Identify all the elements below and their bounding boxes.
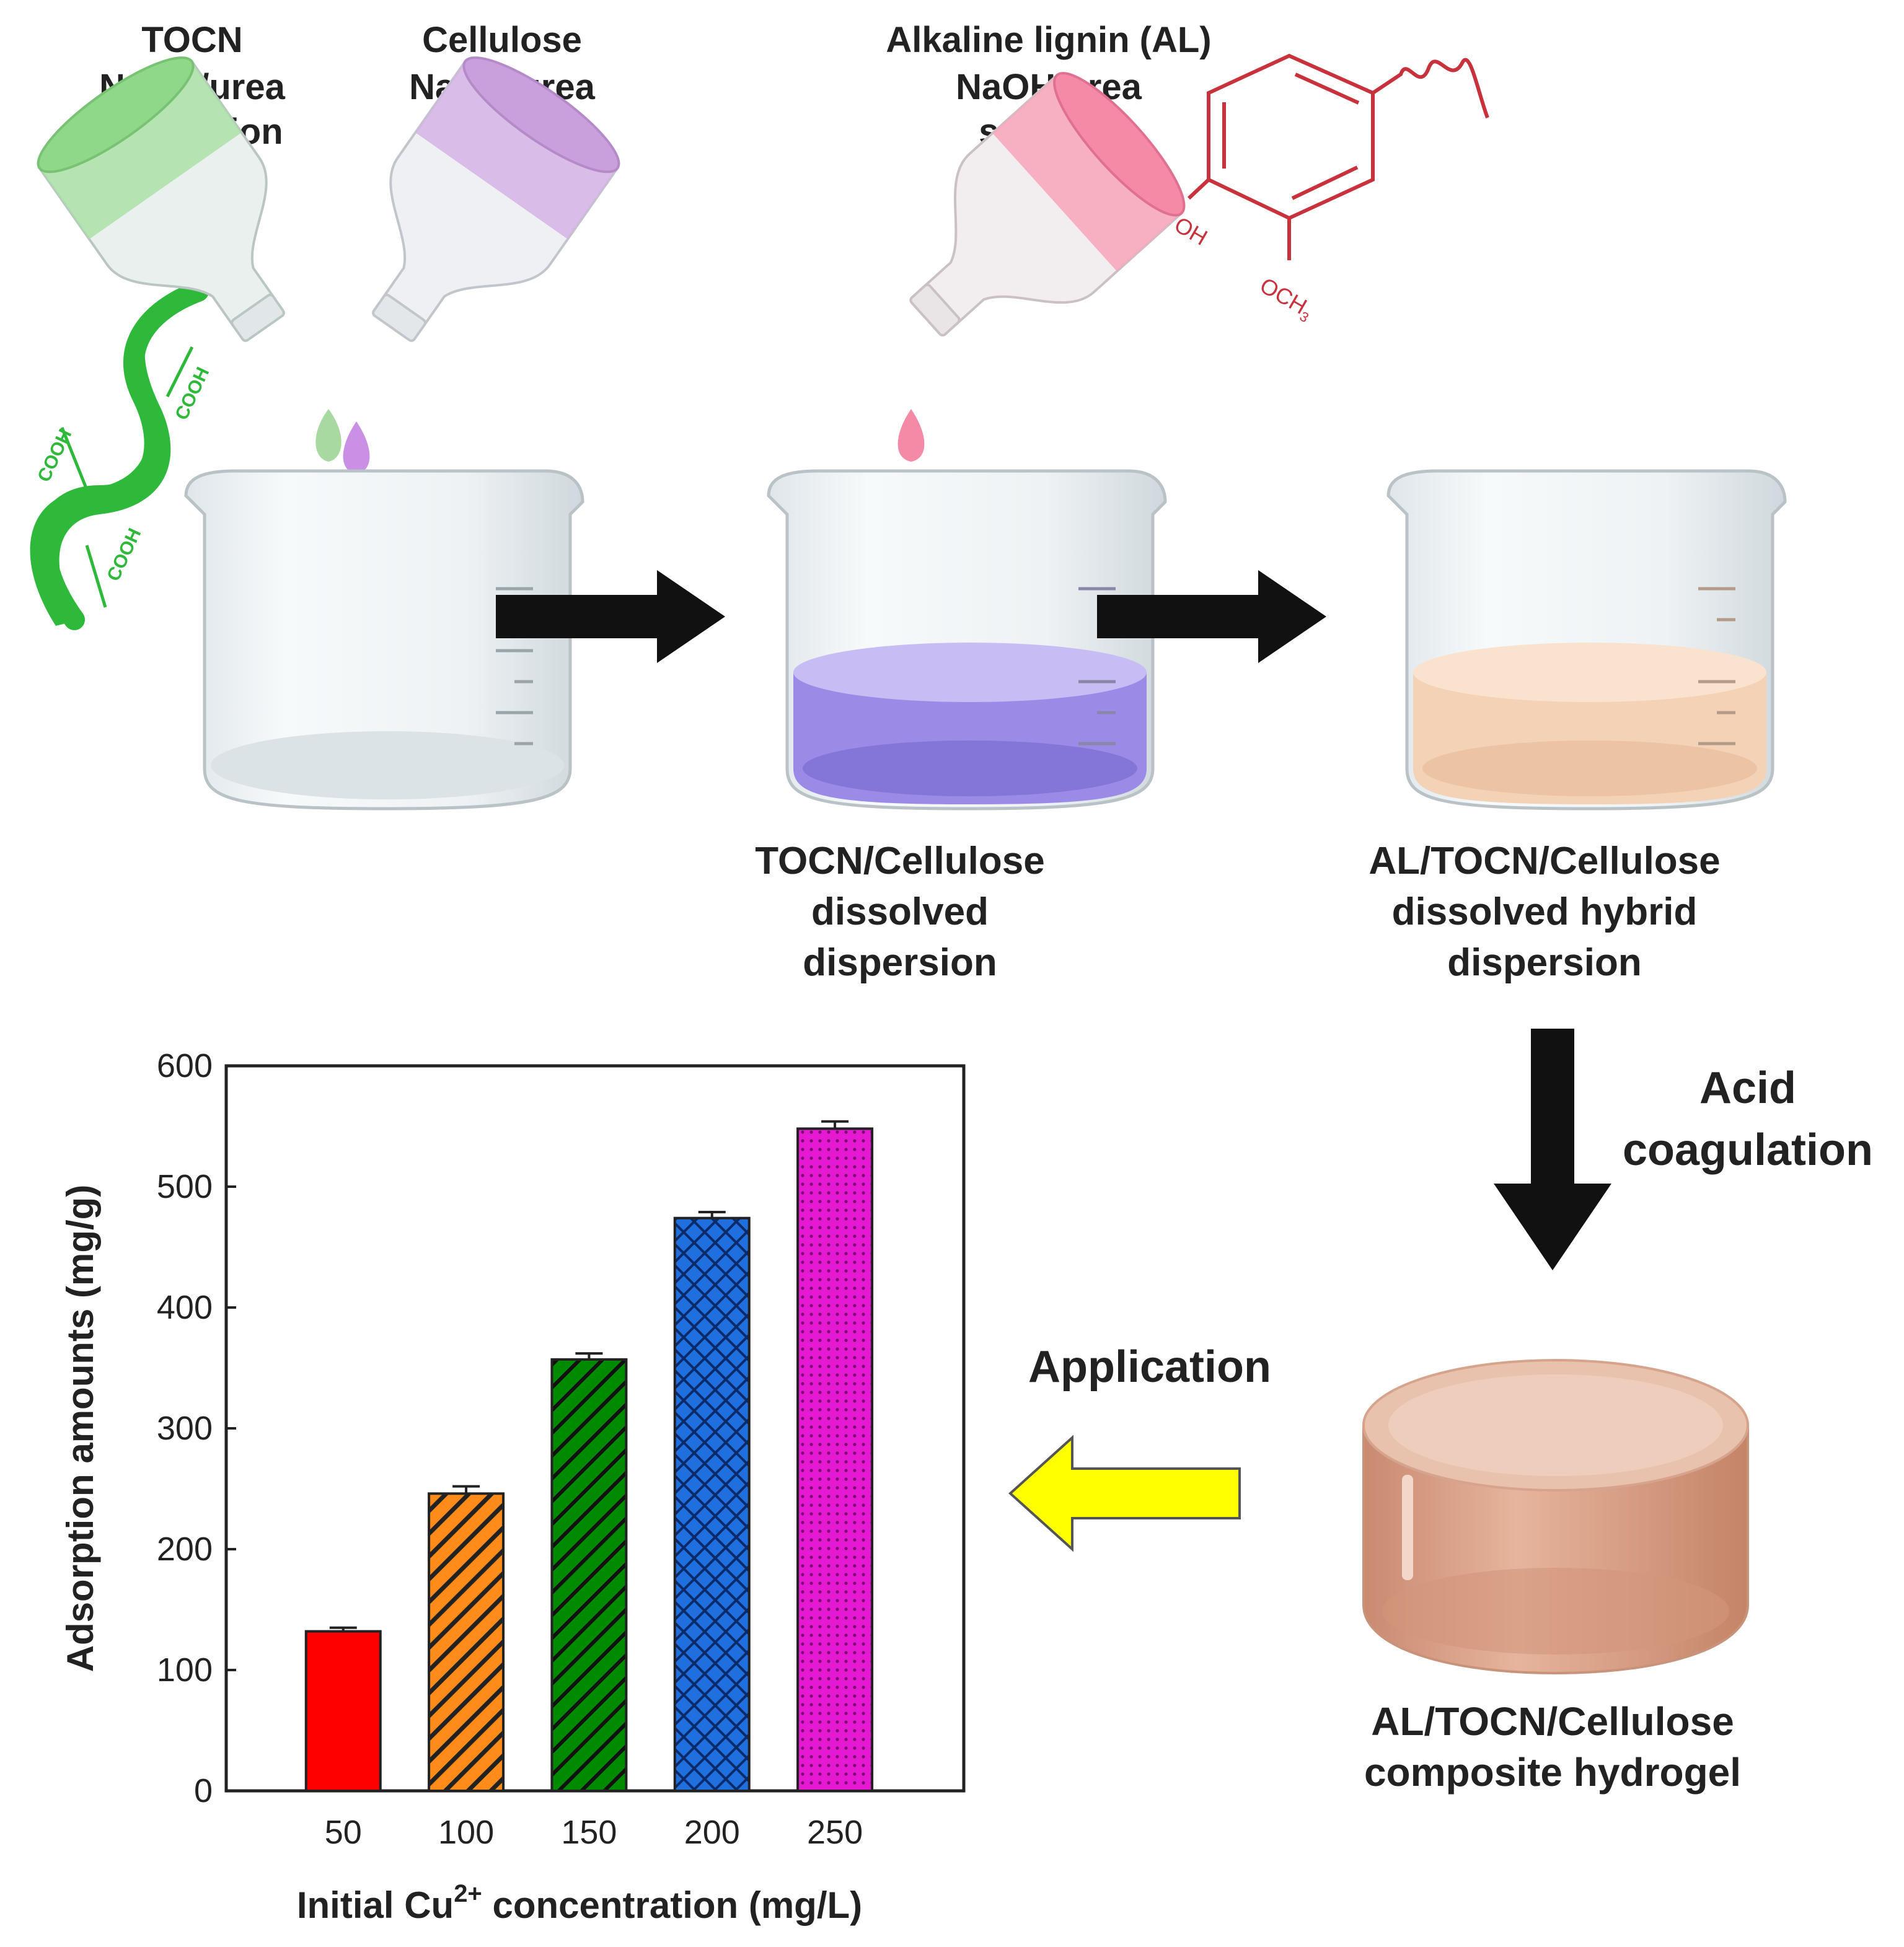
label-acid-line1: Acid: [1699, 1063, 1796, 1113]
cooh-label-3: COOH: [103, 525, 145, 584]
lignin-structure-icon: [1187, 53, 1489, 260]
adsorption-bar-chart: 0 100 200 300 400 500 600 50 100 150 200 250 Adsor…: [60, 1047, 966, 1926]
label-lignin-line1: Alkaline lignin (AL): [886, 20, 1211, 60]
tocn-bottle-icon: [37, 56, 285, 342]
label-stage3-line3: dispersion: [1447, 941, 1642, 984]
arrow-acid-coagulation: [1494, 1029, 1611, 1270]
purple-solution-beaker-icon: [767, 469, 1167, 811]
y-tick-label: 300: [157, 1410, 213, 1447]
label-hydrogel-line2: composite hydrogel: [1364, 1750, 1741, 1795]
green-drop-icon: [315, 409, 342, 462]
bar-150: [550, 1358, 628, 1793]
arrow-application: [1008, 1435, 1241, 1552]
label-acid-line2: coagulation: [1623, 1125, 1873, 1175]
x-tick-label: 200: [684, 1814, 740, 1851]
label-stage2: TOCN/Cellulose dissolved dispersion: [755, 840, 1044, 984]
x-axis-ticks: 50 100 150 200 250: [325, 1814, 863, 1851]
bar-50: [304, 1630, 382, 1793]
label-stage3-line2: dissolved hybrid: [1392, 890, 1698, 933]
bar-100: [428, 1492, 505, 1793]
label-acid-coagulation: Acid coagulation: [1623, 1063, 1873, 1175]
x-tick-label: 50: [325, 1814, 362, 1851]
label-cellulose-line1: Cellulose: [422, 20, 582, 60]
label-stage2-line2: dissolved: [811, 890, 989, 933]
y-tick-label: 100: [157, 1651, 213, 1689]
pink-drop-icon: [897, 409, 925, 462]
peach-solution-beaker-icon: [1386, 469, 1787, 811]
arrow-stage1-to-stage2: [496, 570, 725, 663]
tocn-chain-icon: [30, 260, 219, 630]
arrow-stage2-to-stage3: [1097, 570, 1326, 663]
y-tick-label: 0: [194, 1772, 213, 1809]
x-axis-title: Initial Cu2+ concentration (mg/L): [297, 1880, 862, 1926]
y-axis-title: Adsorption amounts (mg/g): [60, 1185, 101, 1672]
y-tick-label: 400: [157, 1289, 213, 1326]
y-tick-label: 500: [157, 1168, 213, 1205]
x-tick-label: 100: [438, 1814, 494, 1851]
label-stage3-line1: AL/TOCN/Cellulose: [1368, 840, 1720, 882]
bar-250: [796, 1127, 874, 1792]
y-tick-label: 600: [157, 1047, 213, 1084]
label-stage3: AL/TOCN/Cellulose dissolved hybrid dispe…: [1368, 840, 1720, 984]
x-tick-label: 250: [807, 1814, 863, 1851]
bar-200: [673, 1216, 751, 1792]
purple-drop-icon: [343, 421, 370, 474]
bar-series: [304, 1120, 874, 1793]
label-tocn-line1: TOCN: [141, 20, 242, 60]
hydrogel-icon: [1362, 1359, 1749, 1675]
label-application: Application: [1028, 1342, 1271, 1392]
lignin-bottle-icon: [909, 72, 1186, 337]
cooh-label-2: COOH: [33, 426, 76, 485]
label-stage2-line3: dispersion: [803, 941, 997, 984]
y-tick-label: 200: [157, 1531, 213, 1568]
x-tick-label: 150: [561, 1814, 617, 1851]
label-hydrogel: AL/TOCN/Cellulose composite hydrogel: [1364, 1699, 1741, 1795]
och3-group-label: OCH3: [1254, 272, 1318, 325]
cellulose-bottle-icon: [372, 56, 620, 342]
label-hydrogel-line1: AL/TOCN/Cellulose: [1371, 1699, 1734, 1744]
y-axis-ticks: 0 100 200 300 400 500 600: [157, 1047, 236, 1809]
label-stage2-line1: TOCN/Cellulose: [755, 840, 1044, 882]
empty-beaker-icon: [184, 469, 584, 811]
